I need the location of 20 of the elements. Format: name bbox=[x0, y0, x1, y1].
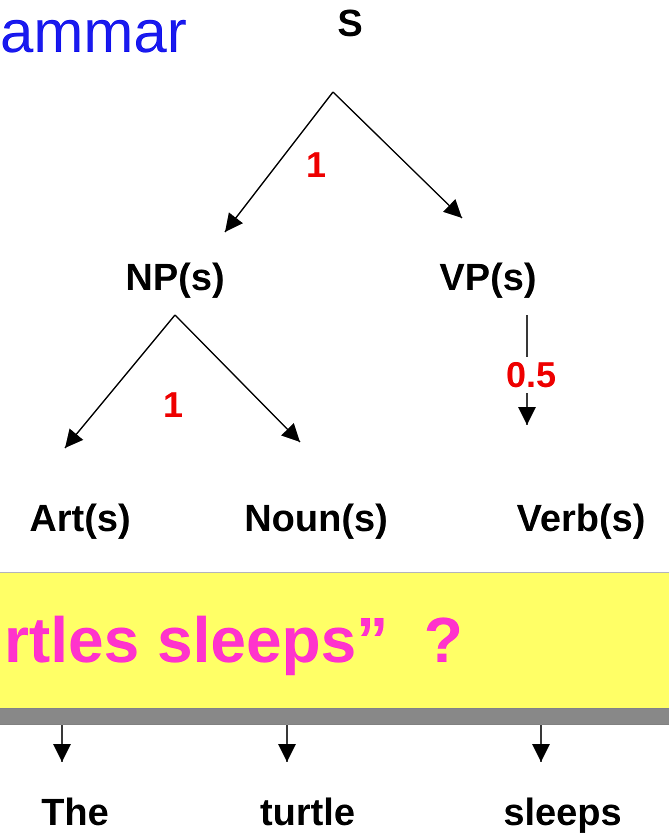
arrow bbox=[64, 314, 176, 448]
node-label: S bbox=[337, 5, 363, 45]
arrow bbox=[53, 725, 71, 762]
node-label: Noun(s) bbox=[244, 500, 388, 540]
edge-label: 0.5 bbox=[504, 357, 558, 393]
arrow bbox=[332, 91, 463, 219]
arrow bbox=[532, 725, 550, 762]
node-label: Art(s) bbox=[29, 500, 131, 540]
arrow bbox=[278, 725, 296, 762]
question-text: rtles sleeps” ? bbox=[3, 606, 463, 674]
node-label: NP(s) bbox=[125, 259, 225, 299]
arrow bbox=[174, 314, 301, 443]
title-fragment: ammar bbox=[0, 2, 187, 62]
node-label: The bbox=[41, 794, 109, 834]
node-label: turtle bbox=[260, 794, 355, 834]
node-label: Verb(s) bbox=[516, 500, 646, 540]
arrow bbox=[224, 92, 334, 232]
node-label: VP(s) bbox=[439, 259, 537, 299]
node-label: sleeps bbox=[503, 794, 622, 834]
question-banner bbox=[0, 572, 669, 725]
